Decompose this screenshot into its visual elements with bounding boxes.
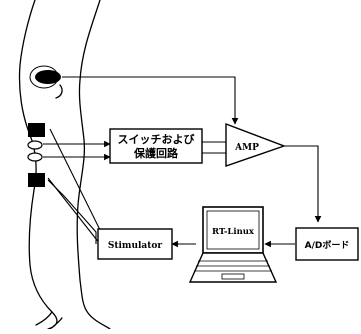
wire-knee-to-amp	[62, 77, 235, 124]
rtlinux-label: RT-Linux	[212, 227, 255, 237]
laptop-rtlinux: RT-Linux	[190, 207, 276, 282]
wire-stim-to-upper-pad	[50, 129, 116, 244]
ad-board-label: A/Dボード	[305, 239, 350, 251]
switch-label-line2: 保護回路	[133, 146, 179, 160]
switch-label-line1: スイッチおよび	[118, 132, 196, 146]
leg-outline	[19, 0, 110, 329]
stimulator-block: Stimulator	[98, 229, 172, 259]
stimulator-label: Stimulator	[108, 241, 163, 251]
record-electrode-upper	[28, 141, 42, 149]
amp-label: AMP	[234, 143, 259, 153]
ad-board-block: A/Dボード	[296, 228, 358, 260]
record-electrode-lower	[28, 153, 42, 161]
amp-block: AMP	[226, 124, 284, 166]
switch-protection-block: スイッチおよび 保護回路	[110, 129, 202, 163]
stim-pad-lower	[28, 173, 45, 187]
wire-amp-to-ad	[283, 146, 318, 222]
stim-pad-upper	[28, 123, 45, 137]
